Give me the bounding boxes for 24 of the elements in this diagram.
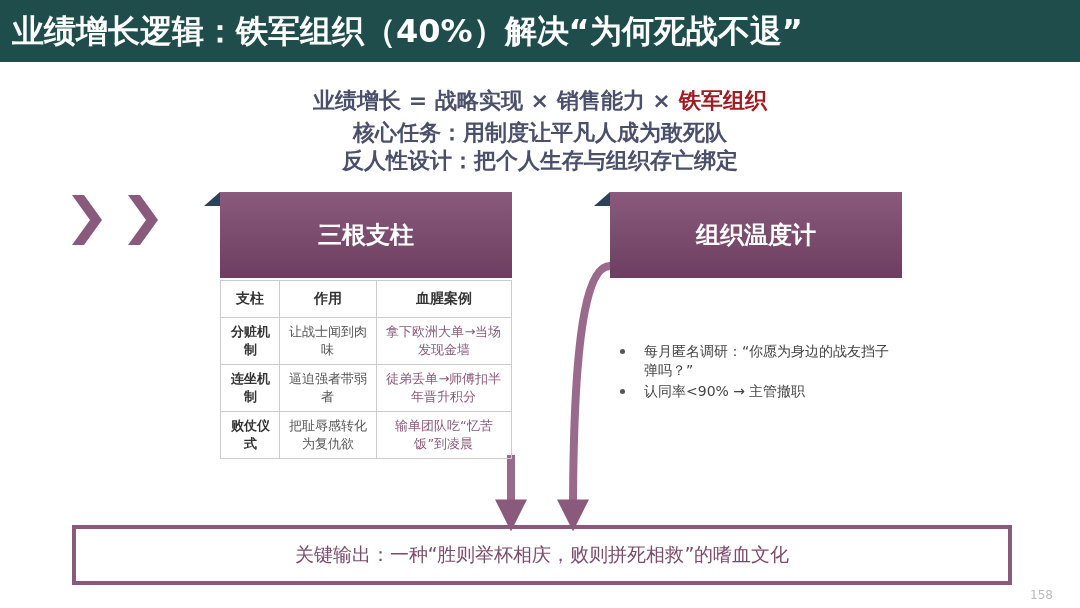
- table-cell: 让战士闻到肉味: [279, 317, 377, 365]
- table-cell: 分赃机制: [220, 317, 280, 365]
- title-bar: 业绩增长逻辑：铁军组织（40%）解决“为何死战不退”: [0, 0, 1080, 62]
- subtitle-text: 反人性设计：把个人生存与组织存亡绑定: [342, 147, 738, 175]
- bullet-text: 认同率<90% → 主管撤职: [644, 382, 806, 401]
- formula-highlight: 铁军组织: [678, 88, 767, 113]
- table-cell: 败仗仪式: [220, 411, 280, 459]
- output-text: 关键输出：一种“胜则举杯相庆，败则拼死相救”的嗜血文化: [294, 542, 790, 567]
- table-cell: 作用: [279, 280, 377, 318]
- header-text: 组织温度计: [696, 220, 816, 251]
- table-cell: 血腥案例: [376, 280, 512, 318]
- header-text: 三根支柱: [318, 220, 414, 251]
- formula-text: 业绩增长 = 战略实现 × 销售能力 ×: [313, 88, 671, 113]
- output-box: [72, 525, 1012, 585]
- table-cell: 逼迫强者带弱者: [279, 364, 377, 412]
- table-cell: 连坐机制: [220, 364, 280, 412]
- table-cell: 拿下欧洲大单→当场发现金墙: [376, 317, 512, 365]
- subtitle-text: 核心任务：用制度让平凡人成为敢死队: [353, 119, 727, 147]
- page-number: 158: [1030, 588, 1053, 602]
- table-cell: 把耻辱感转化为复仇欲: [279, 411, 377, 459]
- bullet-text: 每月匿名调研：“你愿为身边的战友挡子弹吗？”: [644, 342, 891, 380]
- table-cell: 输单团队吃“忆苦饭”到凌晨: [376, 411, 512, 459]
- table-cell: 支柱: [220, 280, 280, 318]
- table-cell: 徒弟丢单→师傅扣半年晋升积分: [376, 364, 512, 412]
